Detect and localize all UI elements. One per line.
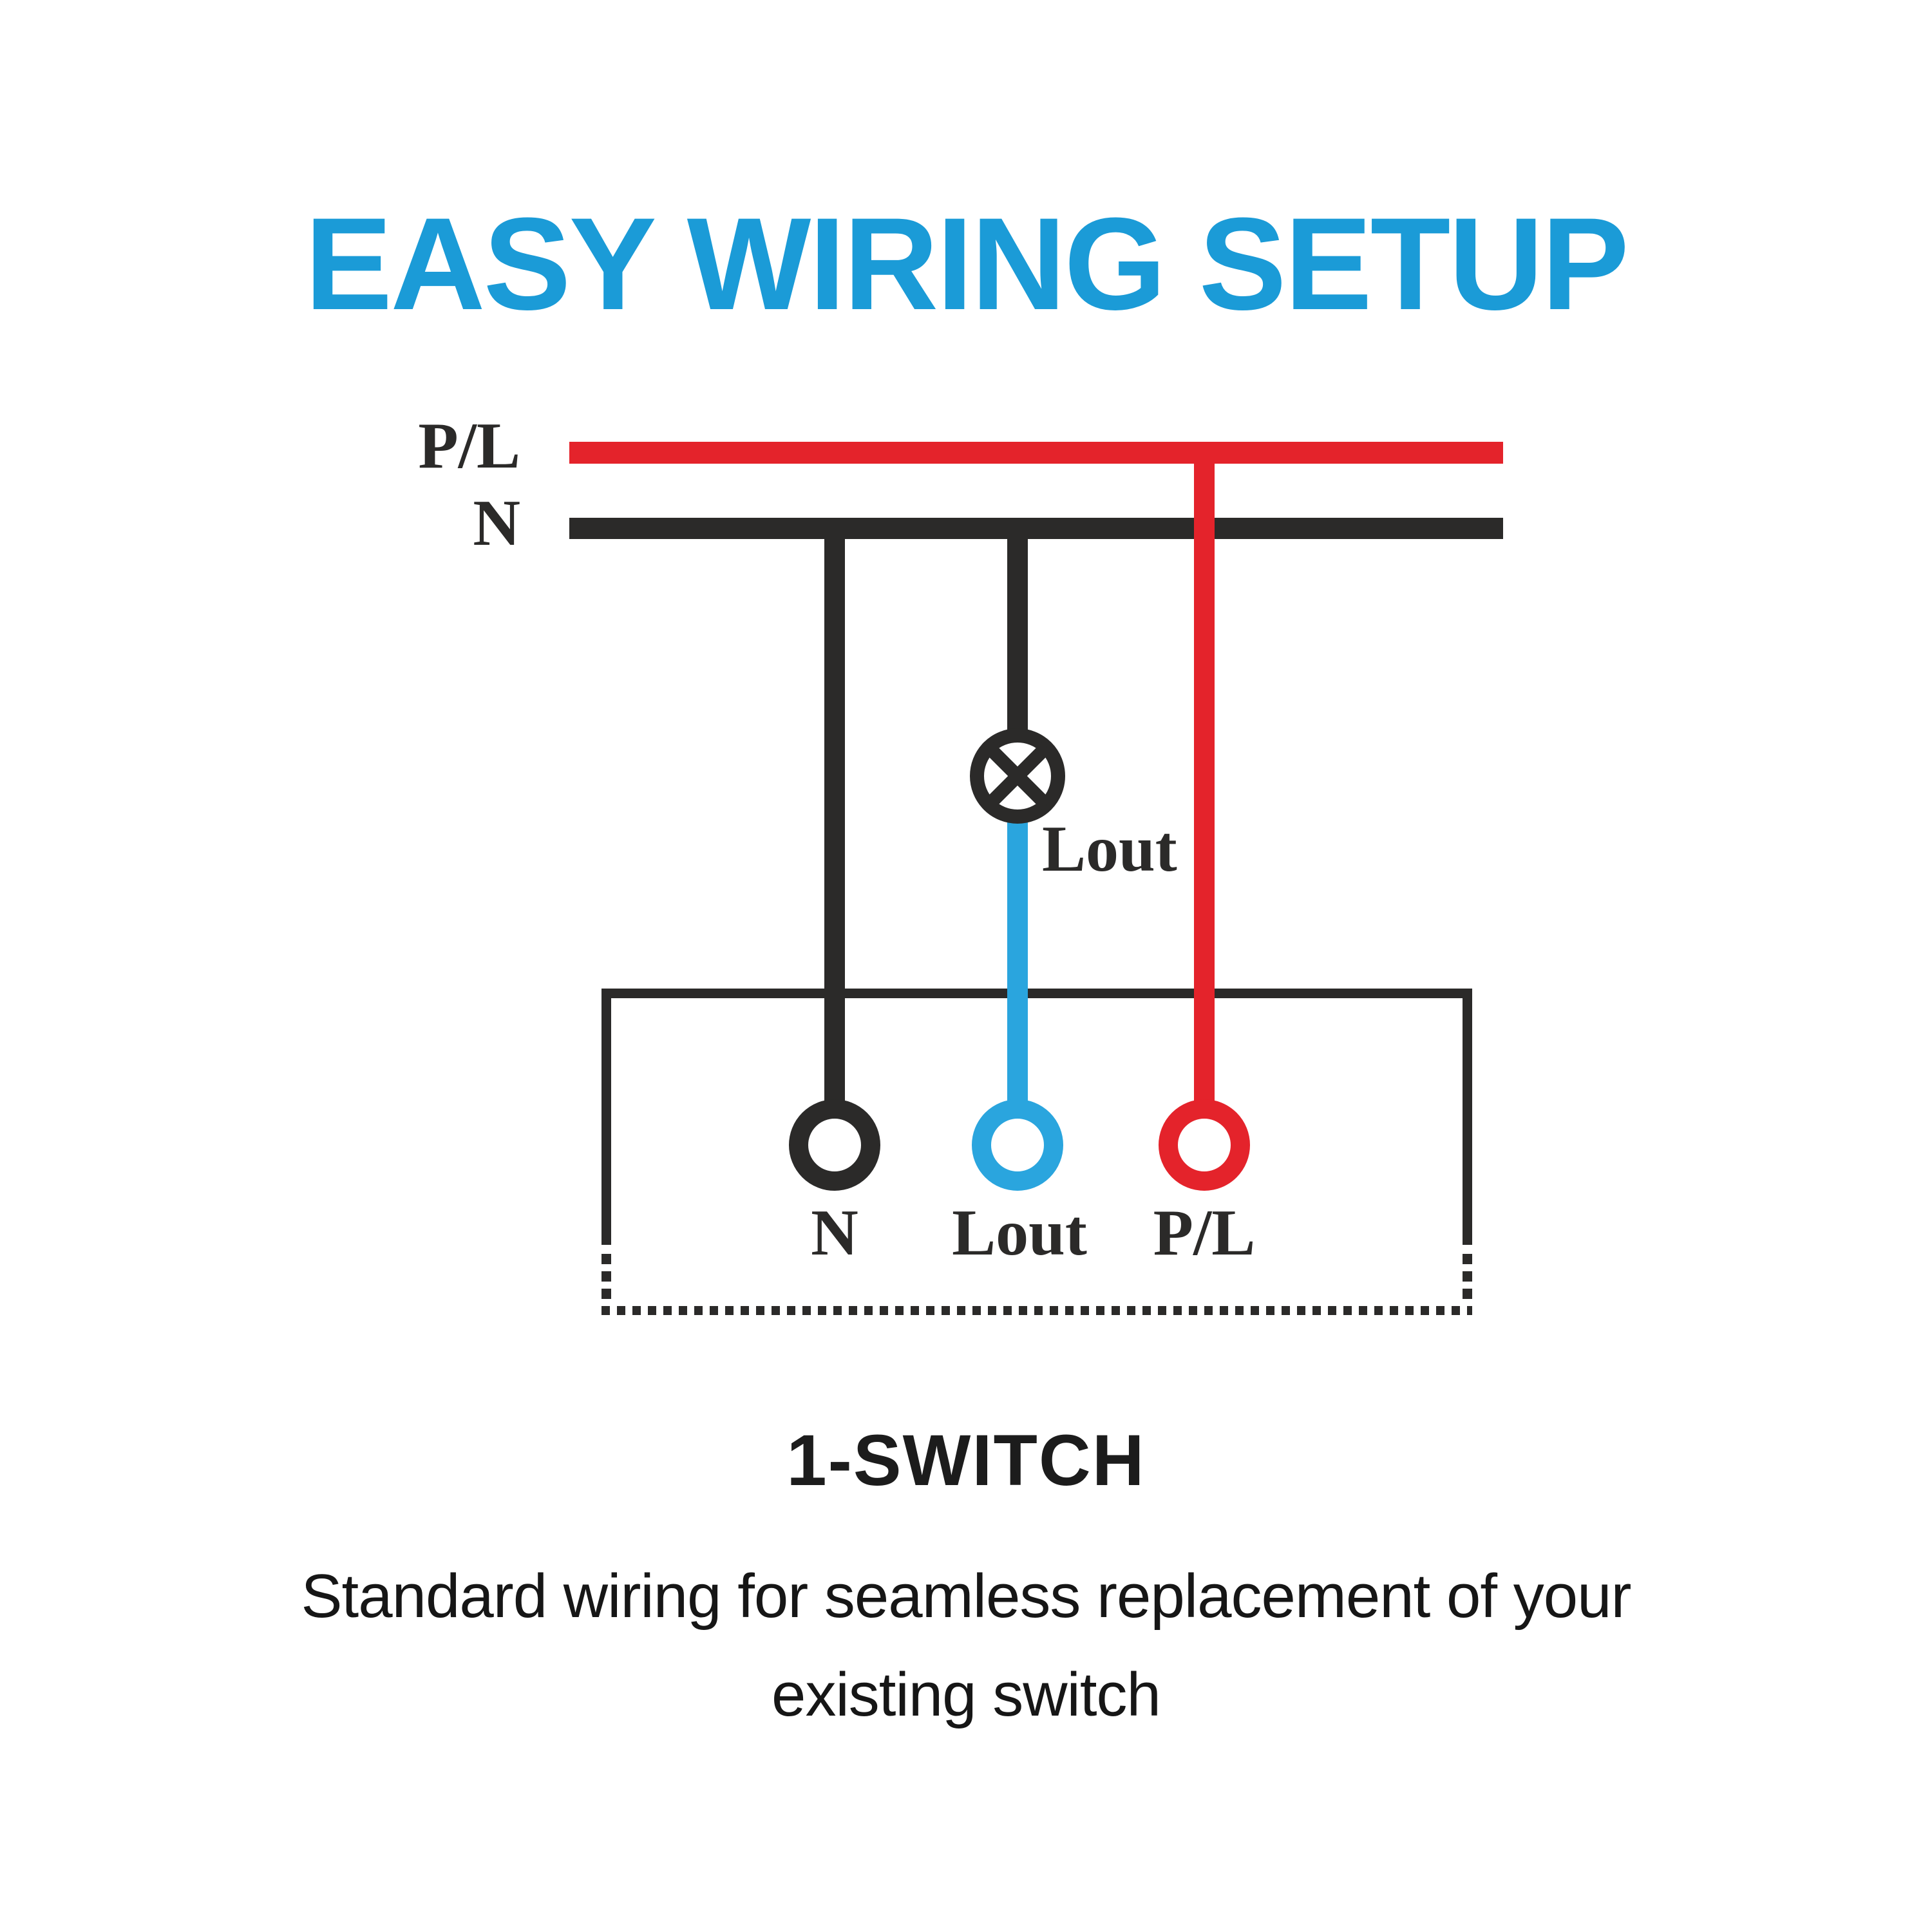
neutral-bus-wire (569, 518, 1503, 539)
caption-description-line-2: existing switch (772, 1660, 1161, 1729)
page-title: EASY WIRING SETUP (305, 191, 1629, 337)
load-drop-wire (1007, 817, 1028, 1104)
terminal-ring-load (972, 1099, 1063, 1191)
lamp-icon-cross-stroke-2 (983, 742, 1052, 810)
lamp-label: Lout (1042, 813, 1177, 886)
terminal-ring-neutral (789, 1099, 880, 1191)
live-bus-wire (569, 442, 1503, 464)
neutral-bus-label: N (473, 487, 520, 560)
switch-box-right-edge (1463, 989, 1472, 1245)
neutral-drop-wire (824, 519, 845, 1104)
caption-heading: 1-SWITCH (786, 1420, 1146, 1501)
terminal-ring-live (1159, 1099, 1250, 1191)
terminal-label-neutral: N (811, 1197, 858, 1269)
caption-description-line-1: Standard wiring for seamless replacement… (301, 1562, 1632, 1631)
live-bus-label: P/L (418, 410, 520, 482)
caption-description: Standard wiring for seamless replacement… (0, 1547, 1932, 1744)
terminal-label-load: Lout (952, 1197, 1087, 1269)
terminal-label-live: P/L (1153, 1197, 1256, 1269)
switch-box-top-edge (601, 989, 1472, 998)
switch-box-left-edge (601, 989, 611, 1245)
live-drop-wire (1194, 444, 1215, 1104)
lamp-feed-wire (1007, 519, 1028, 734)
